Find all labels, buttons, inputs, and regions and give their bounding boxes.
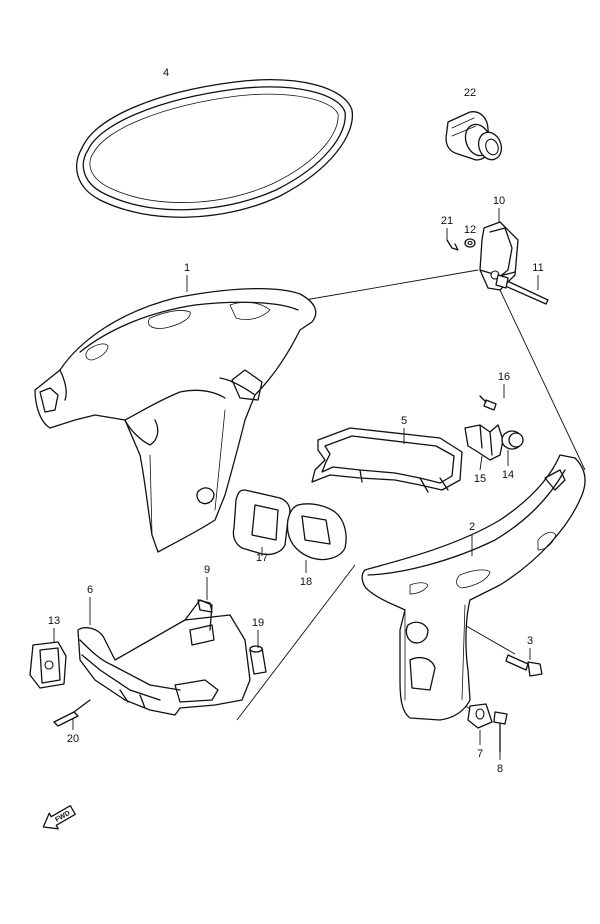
part-17-grommet bbox=[232, 489, 291, 556]
part-14-knob bbox=[501, 430, 524, 466]
part-11-bolt bbox=[495, 274, 549, 305]
part-12-washer bbox=[464, 238, 476, 248]
part-6-tray bbox=[77, 597, 251, 716]
callout-21: 21 bbox=[441, 215, 453, 227]
part-1-upper-cover bbox=[34, 275, 317, 553]
part-5-bracket bbox=[311, 427, 463, 493]
callout-22: 22 bbox=[464, 87, 476, 99]
part-9-clip bbox=[197, 577, 213, 613]
callout-8: 8 bbox=[497, 763, 503, 775]
callout-2: 2 bbox=[469, 521, 475, 533]
callout-14: 14 bbox=[502, 469, 514, 481]
callout-1: 1 bbox=[184, 262, 190, 274]
part-22-plug bbox=[445, 111, 503, 161]
part-21-pin bbox=[446, 228, 459, 251]
part-2-lower-cover bbox=[361, 454, 586, 721]
callout-7: 7 bbox=[477, 748, 483, 760]
part-18-grommet bbox=[286, 503, 347, 573]
callout-19: 19 bbox=[252, 617, 264, 629]
callout-11: 11 bbox=[532, 262, 543, 274]
callout-5: 5 bbox=[401, 415, 407, 427]
fwd-arrow-icon: FWD bbox=[42, 805, 76, 830]
callout-13: 13 bbox=[48, 615, 60, 627]
callout-17: 17 bbox=[256, 552, 268, 564]
callout-16: 16 bbox=[498, 371, 510, 383]
callout-18: 18 bbox=[300, 576, 312, 588]
part-16-screw bbox=[479, 384, 505, 411]
part-3-bolt bbox=[505, 648, 543, 677]
part-10-hinge-bracket bbox=[479, 208, 519, 291]
part-7-spacer bbox=[467, 703, 493, 745]
part-19-collar bbox=[249, 630, 267, 675]
callout-labels: 1 2 3 4 5 6 7 8 9 10 11 12 13 14 15 16 1… bbox=[48, 67, 544, 775]
callout-4: 4 bbox=[163, 67, 169, 79]
part-8-screw bbox=[493, 711, 508, 760]
part-15-latch bbox=[464, 424, 504, 471]
callout-9: 9 bbox=[204, 564, 210, 576]
callout-15: 15 bbox=[474, 473, 486, 485]
part-20-screw bbox=[53, 699, 91, 730]
callout-10: 10 bbox=[493, 195, 505, 207]
part-4-seal bbox=[76, 79, 354, 218]
part-13-pad bbox=[29, 628, 67, 689]
callout-3: 3 bbox=[527, 635, 533, 647]
callout-12: 12 bbox=[464, 224, 476, 236]
callout-20: 20 bbox=[67, 733, 79, 745]
callout-6: 6 bbox=[87, 584, 93, 596]
